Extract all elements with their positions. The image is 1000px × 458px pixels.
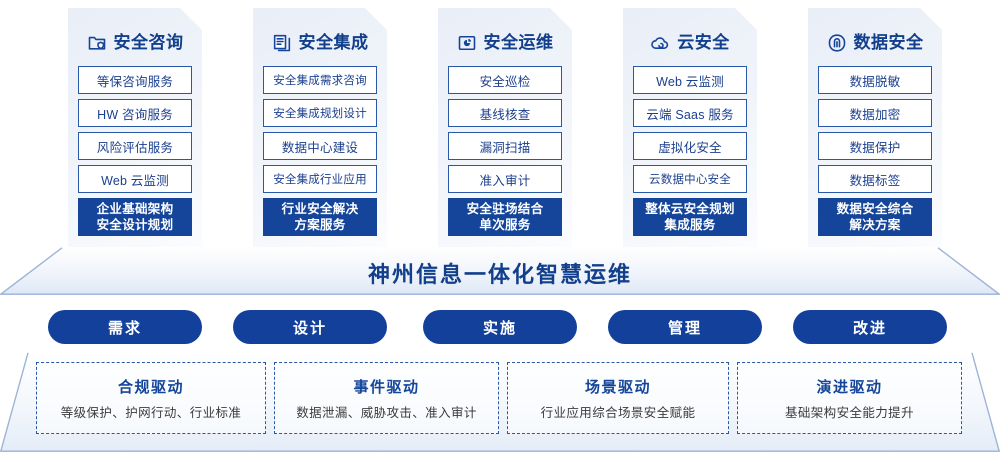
service-item[interactable]: 数据保护 xyxy=(818,132,932,160)
folder-shield-icon xyxy=(87,33,107,53)
driver-title: 事件驱动 xyxy=(353,378,420,396)
service-column-security-integration[interactable]: 安全集成 安全集成需求咨询 安全集成规划设计 数据中心建设 安全集成行业应用 行… xyxy=(253,8,387,248)
service-item[interactable]: 虚拟化安全 xyxy=(633,132,747,160)
driver-title: 场景驱动 xyxy=(584,378,651,396)
driver-section: 合规驱动 等级保护、护网行动、行业标准 事件驱动 数据泄漏、威胁攻击、准入审计 … xyxy=(0,352,1000,452)
column-header: 安全运维 xyxy=(438,28,572,58)
stage-pill-improve[interactable]: 改进 xyxy=(793,310,947,344)
service-item[interactable]: 安全巡检 xyxy=(448,66,562,94)
column-title: 数据安全 xyxy=(853,33,924,52)
lifecycle-stages: 需求 设计 实施 管理 改进 xyxy=(0,310,1000,344)
driver-title: 合规驱动 xyxy=(117,378,184,396)
service-item[interactable]: Web 云监测 xyxy=(78,165,192,193)
service-column-data-security[interactable]: 数据安全 数据脱敏 数据加密 数据保护 数据标签 数据安全综合 解决方案 xyxy=(808,8,942,248)
service-item[interactable]: 数据脱敏 xyxy=(818,66,932,94)
service-item[interactable]: 数据标签 xyxy=(818,165,932,193)
summary-line-2: 安全设计规划 xyxy=(96,218,174,232)
summary-line-1: 安全驻场结合 xyxy=(466,202,544,216)
folder-chart-icon xyxy=(457,33,477,53)
service-item[interactable]: 云端 Saas 服务 xyxy=(633,99,747,127)
column-summary-box[interactable]: 数据安全综合 解决方案 xyxy=(818,198,932,236)
column-title: 云安全 xyxy=(677,33,730,52)
column-summary-box[interactable]: 整体云安全规划 集成服务 xyxy=(633,198,747,236)
service-columns: 安全咨询 等保咨询服务 HW 咨询服务 风险评估服务 Web 云监测 企业基础架… xyxy=(0,0,1000,250)
driver-card-evolution[interactable]: 演进驱动 基础架构安全能力提升 xyxy=(737,362,962,434)
summary-line-1: 行业安全解决 xyxy=(281,202,359,216)
service-item[interactable]: Web 云监测 xyxy=(633,66,747,94)
column-item-list: 安全巡检 基线核查 漏洞扫描 准入审计 安全驻场结合 单次服务 xyxy=(448,66,562,236)
service-item[interactable]: HW 咨询服务 xyxy=(78,99,192,127)
summary-line-1: 企业基础架构 xyxy=(96,202,174,216)
column-title: 安全咨询 xyxy=(113,33,184,52)
service-item[interactable]: 安全集成需求咨询 xyxy=(263,66,377,94)
summary-line-2: 单次服务 xyxy=(479,218,531,232)
stage-pill-manage[interactable]: 管理 xyxy=(608,310,762,344)
column-title: 安全集成 xyxy=(298,33,369,52)
column-summary-box[interactable]: 行业安全解决 方案服务 xyxy=(263,198,377,236)
column-item-list: 数据脱敏 数据加密 数据保护 数据标签 数据安全综合 解决方案 xyxy=(818,66,932,236)
stage-pill-demand[interactable]: 需求 xyxy=(48,310,202,344)
service-item[interactable]: 基线核查 xyxy=(448,99,562,127)
service-item[interactable]: 安全集成规划设计 xyxy=(263,99,377,127)
cloud-icon xyxy=(650,33,670,53)
platform-banner: 神州信息一体化智慧运维 xyxy=(0,247,1000,295)
service-item[interactable]: 云数据中心安全 xyxy=(633,165,747,193)
driver-description: 基础架构安全能力提升 xyxy=(784,405,914,420)
service-item[interactable]: 数据加密 xyxy=(818,99,932,127)
platform-banner-title: 神州信息一体化智慧运维 xyxy=(367,262,632,287)
driver-card-compliance[interactable]: 合规驱动 等级保护、护网行动、行业标准 xyxy=(36,362,266,434)
service-column-cloud-security[interactable]: 云安全 Web 云监测 云端 Saas 服务 虚拟化安全 云数据中心安全 整体云… xyxy=(623,8,757,248)
service-column-security-operations[interactable]: 安全运维 安全巡检 基线核查 漏洞扫描 准入审计 安全驻场结合 单次服务 xyxy=(438,8,572,248)
summary-line-2: 解决方案 xyxy=(849,218,901,232)
document-copy-icon xyxy=(272,33,292,53)
summary-line-2: 方案服务 xyxy=(294,218,346,232)
column-title: 安全运维 xyxy=(483,33,554,52)
service-item[interactable]: 风险评估服务 xyxy=(78,132,192,160)
column-header: 安全咨询 xyxy=(68,28,202,58)
summary-line-2: 集成服务 xyxy=(664,218,716,232)
column-item-list: 等保咨询服务 HW 咨询服务 风险评估服务 Web 云监测 企业基础架构 安全设… xyxy=(78,66,192,236)
summary-line-1: 数据安全综合 xyxy=(836,202,914,216)
stage-pill-design[interactable]: 设计 xyxy=(233,310,387,344)
column-header: 云安全 xyxy=(623,28,757,58)
column-header: 数据安全 xyxy=(808,28,942,58)
driver-card-scenario[interactable]: 场景驱动 行业应用综合场景安全赋能 xyxy=(507,362,729,434)
service-item[interactable]: 数据中心建设 xyxy=(263,132,377,160)
column-item-list: Web 云监测 云端 Saas 服务 虚拟化安全 云数据中心安全 整体云安全规划… xyxy=(633,66,747,236)
driver-description: 等级保护、护网行动、行业标准 xyxy=(60,405,242,420)
stage-pill-implement[interactable]: 实施 xyxy=(423,310,577,344)
service-item[interactable]: 漏洞扫描 xyxy=(448,132,562,160)
column-item-list: 安全集成需求咨询 安全集成规划设计 数据中心建设 安全集成行业应用 行业安全解决… xyxy=(263,66,377,236)
column-summary-box[interactable]: 安全驻场结合 单次服务 xyxy=(448,198,562,236)
service-item[interactable]: 安全集成行业应用 xyxy=(263,165,377,193)
driver-description: 数据泄漏、威胁攻击、准入审计 xyxy=(296,405,477,420)
service-column-security-consulting[interactable]: 安全咨询 等保咨询服务 HW 咨询服务 风险评估服务 Web 云监测 企业基础架… xyxy=(68,8,202,248)
driver-title: 演进驱动 xyxy=(816,378,883,396)
driver-card-incident[interactable]: 事件驱动 数据泄漏、威胁攻击、准入审计 xyxy=(274,362,499,434)
service-item[interactable]: 等保咨询服务 xyxy=(78,66,192,94)
column-summary-box[interactable]: 企业基础架构 安全设计规划 xyxy=(78,198,192,236)
fingerprint-icon xyxy=(827,33,847,53)
summary-line-1: 整体云安全规划 xyxy=(645,202,735,216)
service-item[interactable]: 准入审计 xyxy=(448,165,562,193)
driver-description: 行业应用综合场景安全赋能 xyxy=(540,405,696,420)
column-header: 安全集成 xyxy=(253,28,387,58)
